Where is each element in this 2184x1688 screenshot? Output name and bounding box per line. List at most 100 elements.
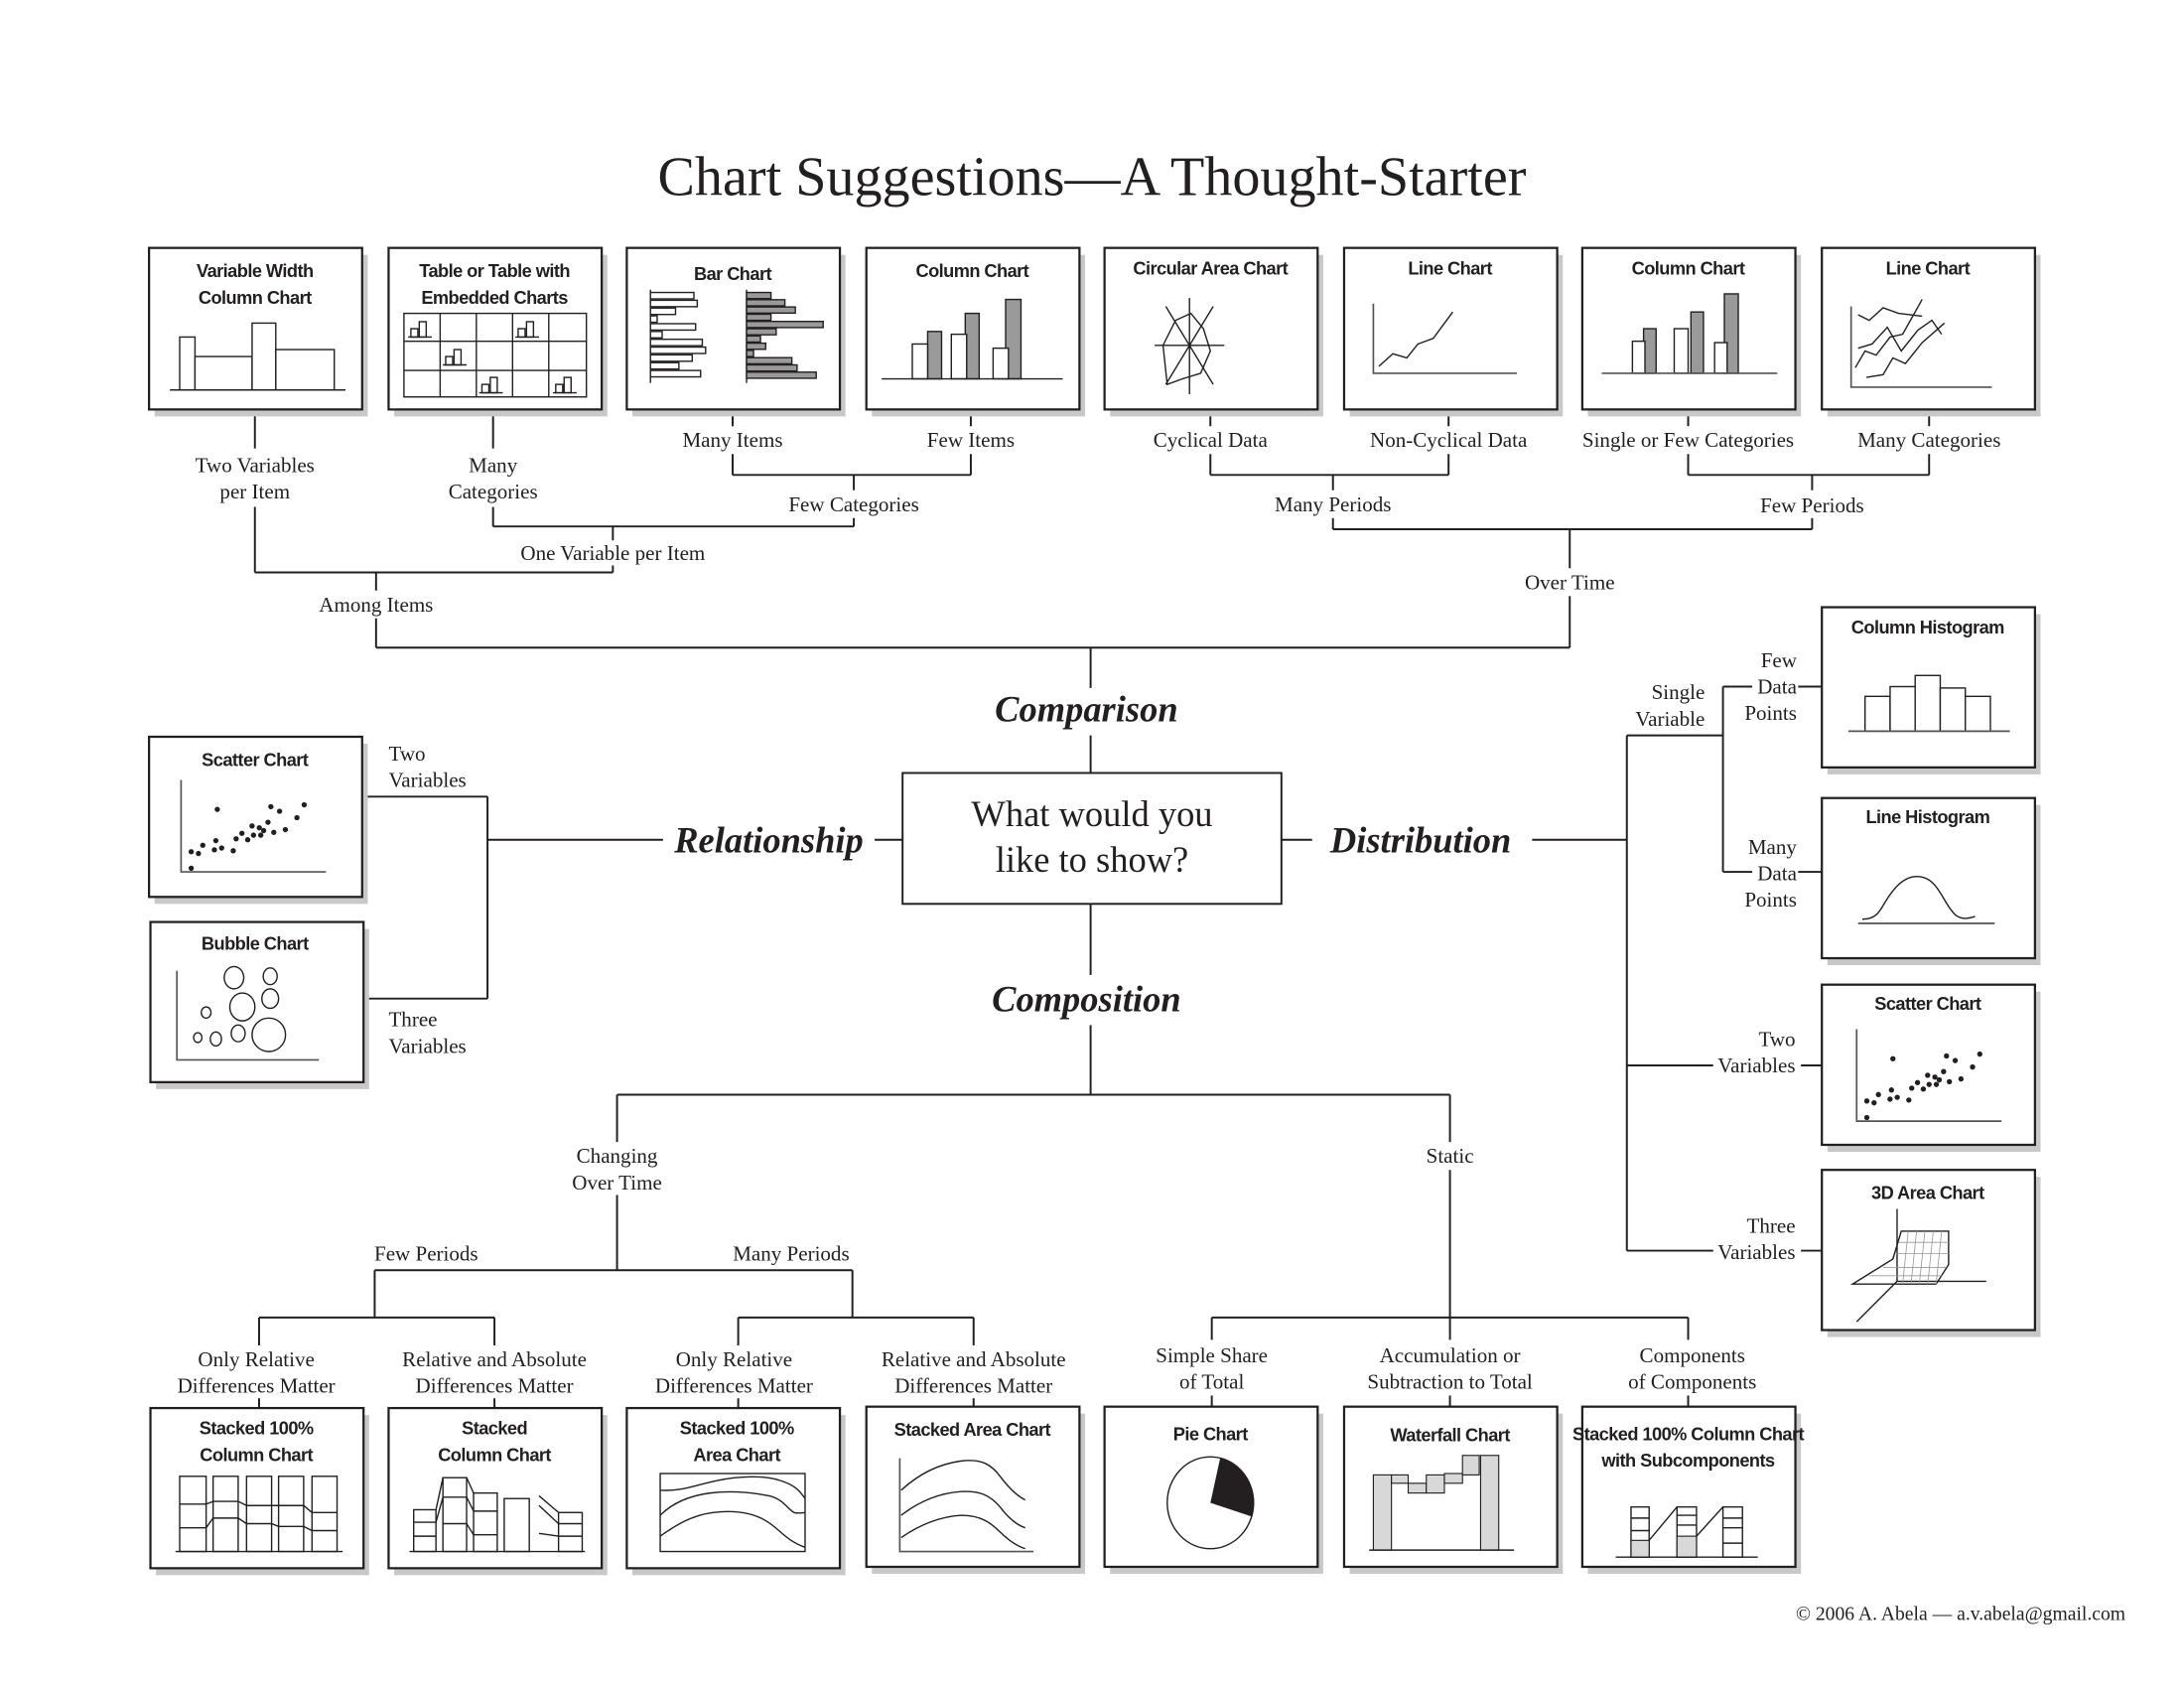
3d-area-chart-icon (1849, 1208, 1986, 1323)
label-many-periods-comp: Many Periods (733, 1241, 849, 1265)
chart-title: Column Chart (1632, 257, 1745, 278)
category-composition[interactable]: Composition (992, 979, 1181, 1019)
chart-card-3d-area[interactable]: 3D Area Chart (1821, 1169, 2041, 1337)
column-histogram-icon (1847, 674, 2010, 733)
scatter-dot (1936, 1076, 1943, 1083)
chart-title: Line Chart (1886, 257, 1971, 278)
column-chart-icon (882, 298, 1063, 380)
center-question-box: What would you like to show? (901, 772, 1283, 906)
stacked-100-area-chart-icon (659, 1473, 806, 1553)
variable-width-column-chart-icon (170, 322, 345, 391)
chart-card-column-chart-few-items[interactable]: Column Chart (865, 246, 1085, 417)
chart-title-2: Column Chart (199, 287, 312, 308)
scatter-dot (1925, 1072, 1931, 1078)
chart-card-scatter-distribution[interactable]: Scatter Chart (1821, 983, 2041, 1152)
chart-card-stacked-column[interactable]: Stacked Column Chart (387, 1406, 608, 1576)
chart-title: Stacked Area Chart (894, 1419, 1051, 1440)
bar-chart-icon (649, 289, 824, 383)
stacked-area-chart-icon (898, 1458, 1034, 1553)
label-many-periods: Many Periods (1275, 492, 1391, 516)
category-comparison[interactable]: Comparison (995, 690, 1177, 730)
chart-title-2: with Subcomponents (1600, 1450, 1775, 1471)
scatter-dot (1933, 1081, 1940, 1087)
label-two-variables-per-item-2: per Item (219, 480, 290, 503)
scatter-dot (294, 814, 300, 821)
chart-card-variable-width-column[interactable]: Variable Width Column Chart (148, 246, 368, 417)
label-cyclical-data: Cyclical Data (1154, 428, 1269, 452)
composition-branch-labels: Changing Over Time Static Few Periods Ma… (178, 1144, 1757, 1397)
chart-card-circular-area[interactable]: Circular Area Chart (1103, 246, 1323, 417)
label-relative-absolute-1: Relative and Absolute (402, 1347, 587, 1371)
chart-card-line-chart-many[interactable]: Line Chart (1821, 246, 2041, 417)
scatter-dot (282, 826, 289, 833)
chart-title: Stacked 100% (680, 1418, 794, 1439)
scatter-dot (1906, 1097, 1912, 1103)
scatter-dot (212, 837, 219, 844)
chart-card-column-histogram[interactable]: Column Histogram (1821, 606, 2041, 774)
chart-card-stacked-100-column[interactable]: Stacked 100% Column Chart (149, 1406, 369, 1576)
scatter-chart-icon (1855, 1029, 2002, 1122)
line-chart-icon (1372, 303, 1517, 374)
scatter-dot (1894, 1094, 1900, 1100)
label-many-data-points: Many (1748, 835, 1798, 859)
chart-title: Column Histogram (1851, 617, 2004, 637)
label-components: Components (1640, 1343, 1745, 1367)
label-many-items: Many Items (682, 428, 782, 452)
scatter-dot (1932, 1074, 1938, 1080)
category-distribution[interactable]: Distribution (1329, 820, 1511, 860)
label-many-categories: Many (469, 453, 518, 477)
chart-card-line-chart[interactable]: Line Chart (1342, 246, 1564, 417)
chart-card-stacked-100-area[interactable]: Stacked 100% Area Chart (625, 1406, 846, 1576)
chart-card-bar-chart[interactable]: Bar Chart (625, 246, 846, 417)
scatter-dot (188, 849, 195, 855)
label-many-categories-time: Many Categories (1857, 428, 2000, 452)
chart-card-stacked-area[interactable]: Stacked Area Chart (865, 1405, 1085, 1574)
center-question-line-1: What would you (971, 794, 1212, 834)
scatter-dot (1958, 1075, 1965, 1082)
label-three-variables-dist: Three (1746, 1213, 1795, 1237)
label-three-variables-2: Variables (388, 1034, 466, 1057)
connector-lines (253, 409, 1931, 1409)
chart-card-pie[interactable]: Pie Chart (1103, 1405, 1323, 1574)
label-few-data-points-3: Points (1744, 701, 1797, 725)
chart-card-bubble[interactable]: Bubble Chart (149, 920, 369, 1089)
scatter-dot (1970, 1063, 1976, 1070)
chart-card-waterfall[interactable]: Waterfall Chart (1342, 1405, 1564, 1574)
scatter-dot (1875, 1091, 1881, 1097)
chart-card-table-embedded[interactable]: Table or Table with Embedded Charts (387, 246, 608, 417)
scatter-dot (268, 803, 274, 810)
scatter-dot (271, 829, 277, 835)
scatter-dot (1871, 1100, 1877, 1106)
scatter-dot (276, 808, 283, 814)
chart-card-stacked-100-subcomponents[interactable]: Stacked 100% Column Chart with Subcompon… (1572, 1405, 1805, 1574)
chart-title: Bar Chart (694, 263, 771, 284)
scatter-dot (250, 832, 257, 838)
label-three-variables: Three (388, 1008, 437, 1032)
scatter-dot (301, 801, 308, 808)
scatter-dot (1944, 1053, 1950, 1059)
label-three-variables-dist-2: Variables (1717, 1240, 1795, 1264)
scatter-dot (260, 827, 267, 834)
category-relationship[interactable]: Relationship (673, 820, 864, 860)
label-changing-over-time-2: Over Time (572, 1171, 662, 1195)
chart-card-column-chart-time[interactable]: Column Chart (1580, 246, 1802, 417)
scatter-dot (233, 836, 239, 842)
label-simple-share: Simple Share (1156, 1343, 1268, 1367)
scatter-dot (1914, 1079, 1921, 1085)
comparison-branch-labels: Two Variables per Item Many Categories M… (196, 428, 2001, 617)
chart-title: Table or Table with (419, 260, 570, 281)
scatter-dot (211, 847, 217, 853)
scatter-dot (200, 842, 205, 848)
chart-card-line-histogram[interactable]: Line Histogram (1821, 796, 2041, 966)
stacked-100-column-chart-icon (175, 1476, 343, 1553)
chart-card-scatter-relationship[interactable]: Scatter Chart (148, 735, 368, 905)
scatter-dot (239, 830, 245, 836)
label-two-variables-2: Variables (388, 768, 466, 791)
label-few-periods: Few Periods (1760, 493, 1864, 517)
label-accumulation: Accumulation or (1380, 1343, 1521, 1367)
label-two-variables-per-item: Two Variables (196, 453, 315, 477)
label-two-variables-dist: Two (1758, 1027, 1795, 1051)
label-single-variable: Single (1652, 680, 1706, 704)
circular-area-chart-icon (1155, 298, 1225, 394)
stacked-column-chart-icon (409, 1477, 586, 1553)
